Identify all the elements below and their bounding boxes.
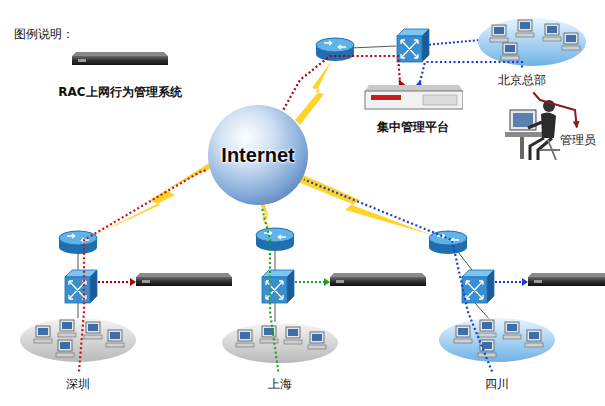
node-label: 集中管理平台 [362, 119, 464, 136]
internet-globe: Internet [208, 105, 308, 205]
node-label: 上海 [267, 376, 293, 393]
management-platform: 集中管理平台 [360, 83, 466, 138]
site-label: 上海 [263, 374, 297, 395]
network-link [79, 170, 208, 372]
network-link [533, 93, 577, 128]
node-label: 北京总部 [497, 72, 547, 89]
administrator-figure [505, 100, 560, 160]
network-link [304, 179, 492, 371]
site-label: 北京总部 [493, 70, 551, 91]
node-label: 四川 [484, 376, 510, 393]
admin-label: 管理员 [555, 130, 601, 151]
platform-device [363, 85, 463, 113]
legend-device-sample [72, 52, 168, 65]
site-label: 四川 [480, 374, 514, 395]
site-label: 深圳 [61, 374, 95, 395]
legend-label: RAC上网行为管理系统 [58, 84, 181, 101]
node-label: 管理员 [559, 132, 597, 149]
node-label: 深圳 [65, 376, 91, 393]
legend-heading: 图例说明： [14, 26, 74, 43]
network-link [262, 207, 278, 372]
globe-label: Internet [221, 144, 294, 167]
